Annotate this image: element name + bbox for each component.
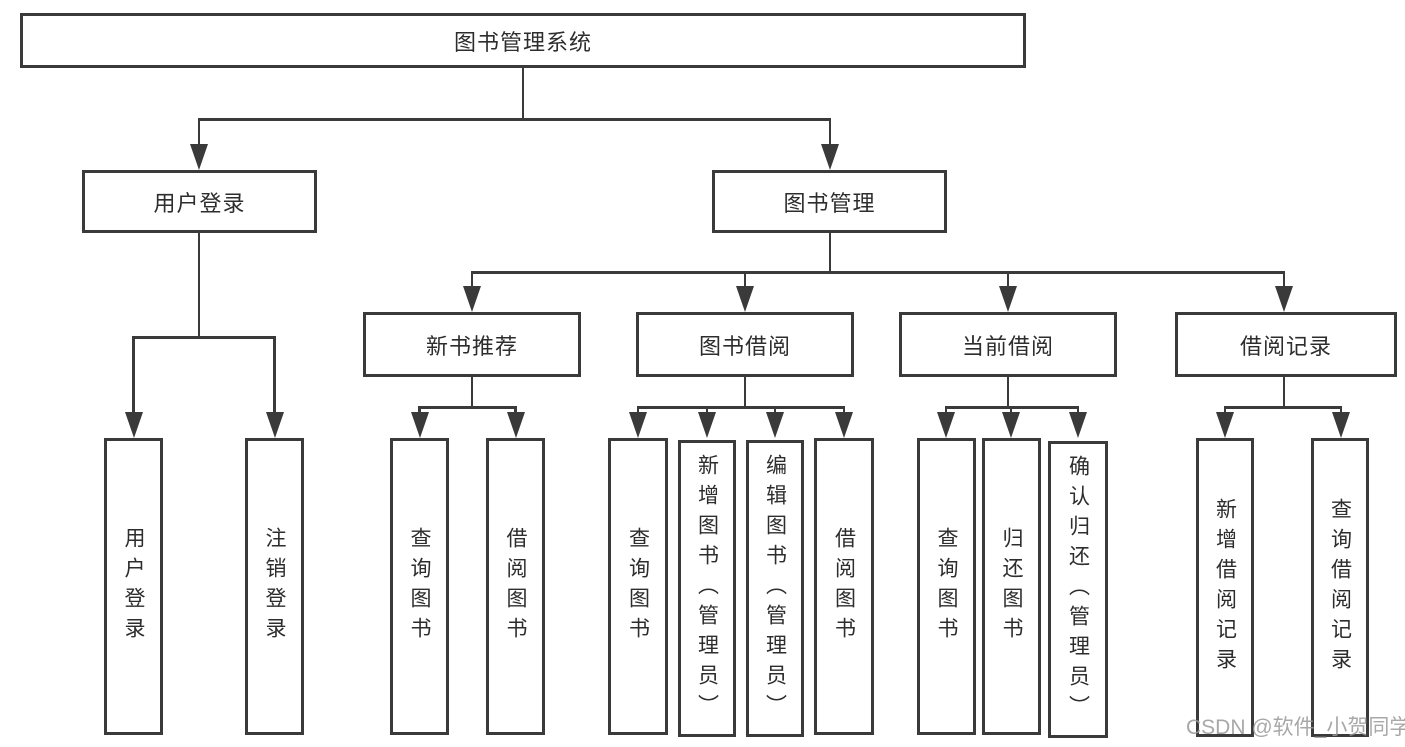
node-label: 当前借阅: [961, 333, 1054, 359]
node-new-book-recommend: 新书推荐: [363, 312, 581, 377]
connector-newbook-bus: [418, 406, 517, 409]
connector-borrow-stem: [743, 377, 747, 408]
node-borrow-records: 借阅记录: [1175, 312, 1397, 377]
connector-drop-leaf: [1339, 406, 1343, 414]
connector-drop-leaf: [1009, 406, 1013, 414]
leaf-query-books-borrow: 查询图书: [608, 438, 668, 735]
node-book-management: 图书管理: [712, 170, 947, 233]
connector-drop-leaf: [418, 406, 421, 414]
leaf-borrow-books: 借阅图书: [814, 438, 874, 735]
leaf-label: 借阅图书: [504, 526, 527, 647]
arrowhead-down-icon: [410, 412, 429, 438]
connector-drop-leaf: [944, 406, 948, 414]
leaf-query-books-recommend: 查询图书: [390, 438, 449, 735]
leaf-label: 归还图书: [1000, 526, 1023, 647]
connector-drop-submodule: [743, 271, 747, 288]
connector-drop-user-login: [197, 118, 201, 146]
arrowhead-down-icon: [190, 144, 208, 170]
connector-drop-leaf: [636, 406, 640, 414]
node-book-borrow: 图书借阅: [636, 312, 854, 377]
connector-root-bus: [197, 118, 832, 121]
arrowhead-down-icon: [463, 286, 481, 312]
leaf-borrow-books-recommend: 借阅图书: [486, 438, 545, 735]
arrowhead-down-icon: [1216, 412, 1234, 438]
watermark: CSDN @软件_小贺同学: [1186, 716, 1405, 739]
connector-drop-leaf: [273, 336, 276, 413]
arrowhead-down-icon: [506, 412, 525, 438]
arrowhead-down-icon: [1069, 412, 1087, 438]
leaf-label: 确认归还（管理员）: [1066, 454, 1090, 725]
arrowhead-down-icon: [821, 144, 839, 170]
connector-drop-leaf: [132, 336, 135, 413]
leaf-logout: 注销登录: [245, 438, 304, 735]
connector-drop-submodule: [1282, 271, 1286, 288]
connector-drop-submodule: [470, 271, 474, 288]
leaf-label: 查询图书: [626, 526, 650, 647]
arrowhead-down-icon: [937, 412, 955, 438]
leaf-query-borrow-record: 查询借阅记录: [1311, 438, 1369, 737]
leaf-label: 编辑图书（管理员）: [763, 453, 787, 724]
connector-userlogin-bus: [132, 336, 275, 339]
arrowhead-down-icon: [835, 412, 853, 438]
leaf-label: 新增借阅记录: [1213, 497, 1237, 678]
connector-newbook-stem: [470, 377, 474, 408]
leaf-label: 注销登录: [263, 526, 286, 647]
connector-drop-leaf: [1076, 406, 1080, 414]
connector-drop-leaf: [514, 406, 517, 414]
connector-userlogin-stem: [197, 233, 201, 336]
connector-borrow-bus: [636, 406, 846, 409]
node-root: 图书管理系统: [20, 13, 1026, 68]
leaf-return-books: 归还图书: [982, 438, 1041, 735]
arrowhead-down-icon: [1002, 412, 1020, 438]
connector-bookmgmt-stem: [828, 233, 832, 273]
arrowhead-down-icon: [1332, 412, 1350, 438]
connector-drop-book-management: [828, 118, 832, 146]
arrowhead-down-icon: [1275, 286, 1293, 312]
node-user-login: 用户登录: [82, 170, 317, 233]
arrowhead-down-icon: [999, 286, 1017, 312]
leaf-label: 查询借阅记录: [1328, 497, 1352, 678]
leaf-label: 查询图书: [408, 526, 431, 647]
leaf-add-book-admin: 新增图书（管理员）: [678, 440, 736, 737]
connector-drop-leaf: [705, 406, 709, 414]
node-label: 图书借阅: [698, 333, 791, 359]
node-label: 用户登录: [153, 190, 246, 216]
connector-drop-leaf: [773, 406, 777, 414]
arrowhead-down-icon: [124, 412, 143, 438]
leaf-user-login: 用户登录: [104, 438, 163, 735]
connector-drop-submodule: [1006, 271, 1010, 288]
leaf-edit-book-admin: 编辑图书（管理员）: [746, 440, 804, 737]
arrowhead-down-icon: [766, 412, 784, 438]
leaf-label: 新增图书（管理员）: [695, 453, 719, 724]
leaf-confirm-return-admin: 确认归还（管理员）: [1048, 441, 1108, 738]
connector-records-bus: [1223, 406, 1342, 409]
connector-current-stem: [1006, 377, 1010, 408]
arrowhead-down-icon: [736, 286, 754, 312]
node-root-label: 图书管理系统: [453, 29, 592, 55]
connector-root-stem: [521, 68, 525, 118]
arrowhead-down-icon: [698, 412, 716, 438]
leaf-add-borrow-record: 新增借阅记录: [1196, 438, 1254, 737]
node-current-borrow: 当前借阅: [899, 312, 1117, 377]
connector-drop-leaf: [1223, 406, 1227, 414]
leaf-label: 借阅图书: [832, 526, 856, 647]
connector-drop-leaf: [842, 406, 846, 414]
node-label: 借阅记录: [1239, 333, 1332, 359]
leaf-label: 用户登录: [122, 526, 145, 647]
leaf-query-books-current: 查询图书: [917, 438, 976, 735]
arrowhead-down-icon: [629, 412, 647, 438]
node-label: 图书管理: [783, 190, 876, 216]
node-label: 新书推荐: [425, 333, 518, 359]
leaf-label: 查询图书: [935, 526, 958, 647]
connector-records-stem: [1282, 377, 1286, 408]
arrowhead-down-icon: [265, 412, 284, 438]
connector-bookmgmt-bus: [470, 271, 1285, 274]
